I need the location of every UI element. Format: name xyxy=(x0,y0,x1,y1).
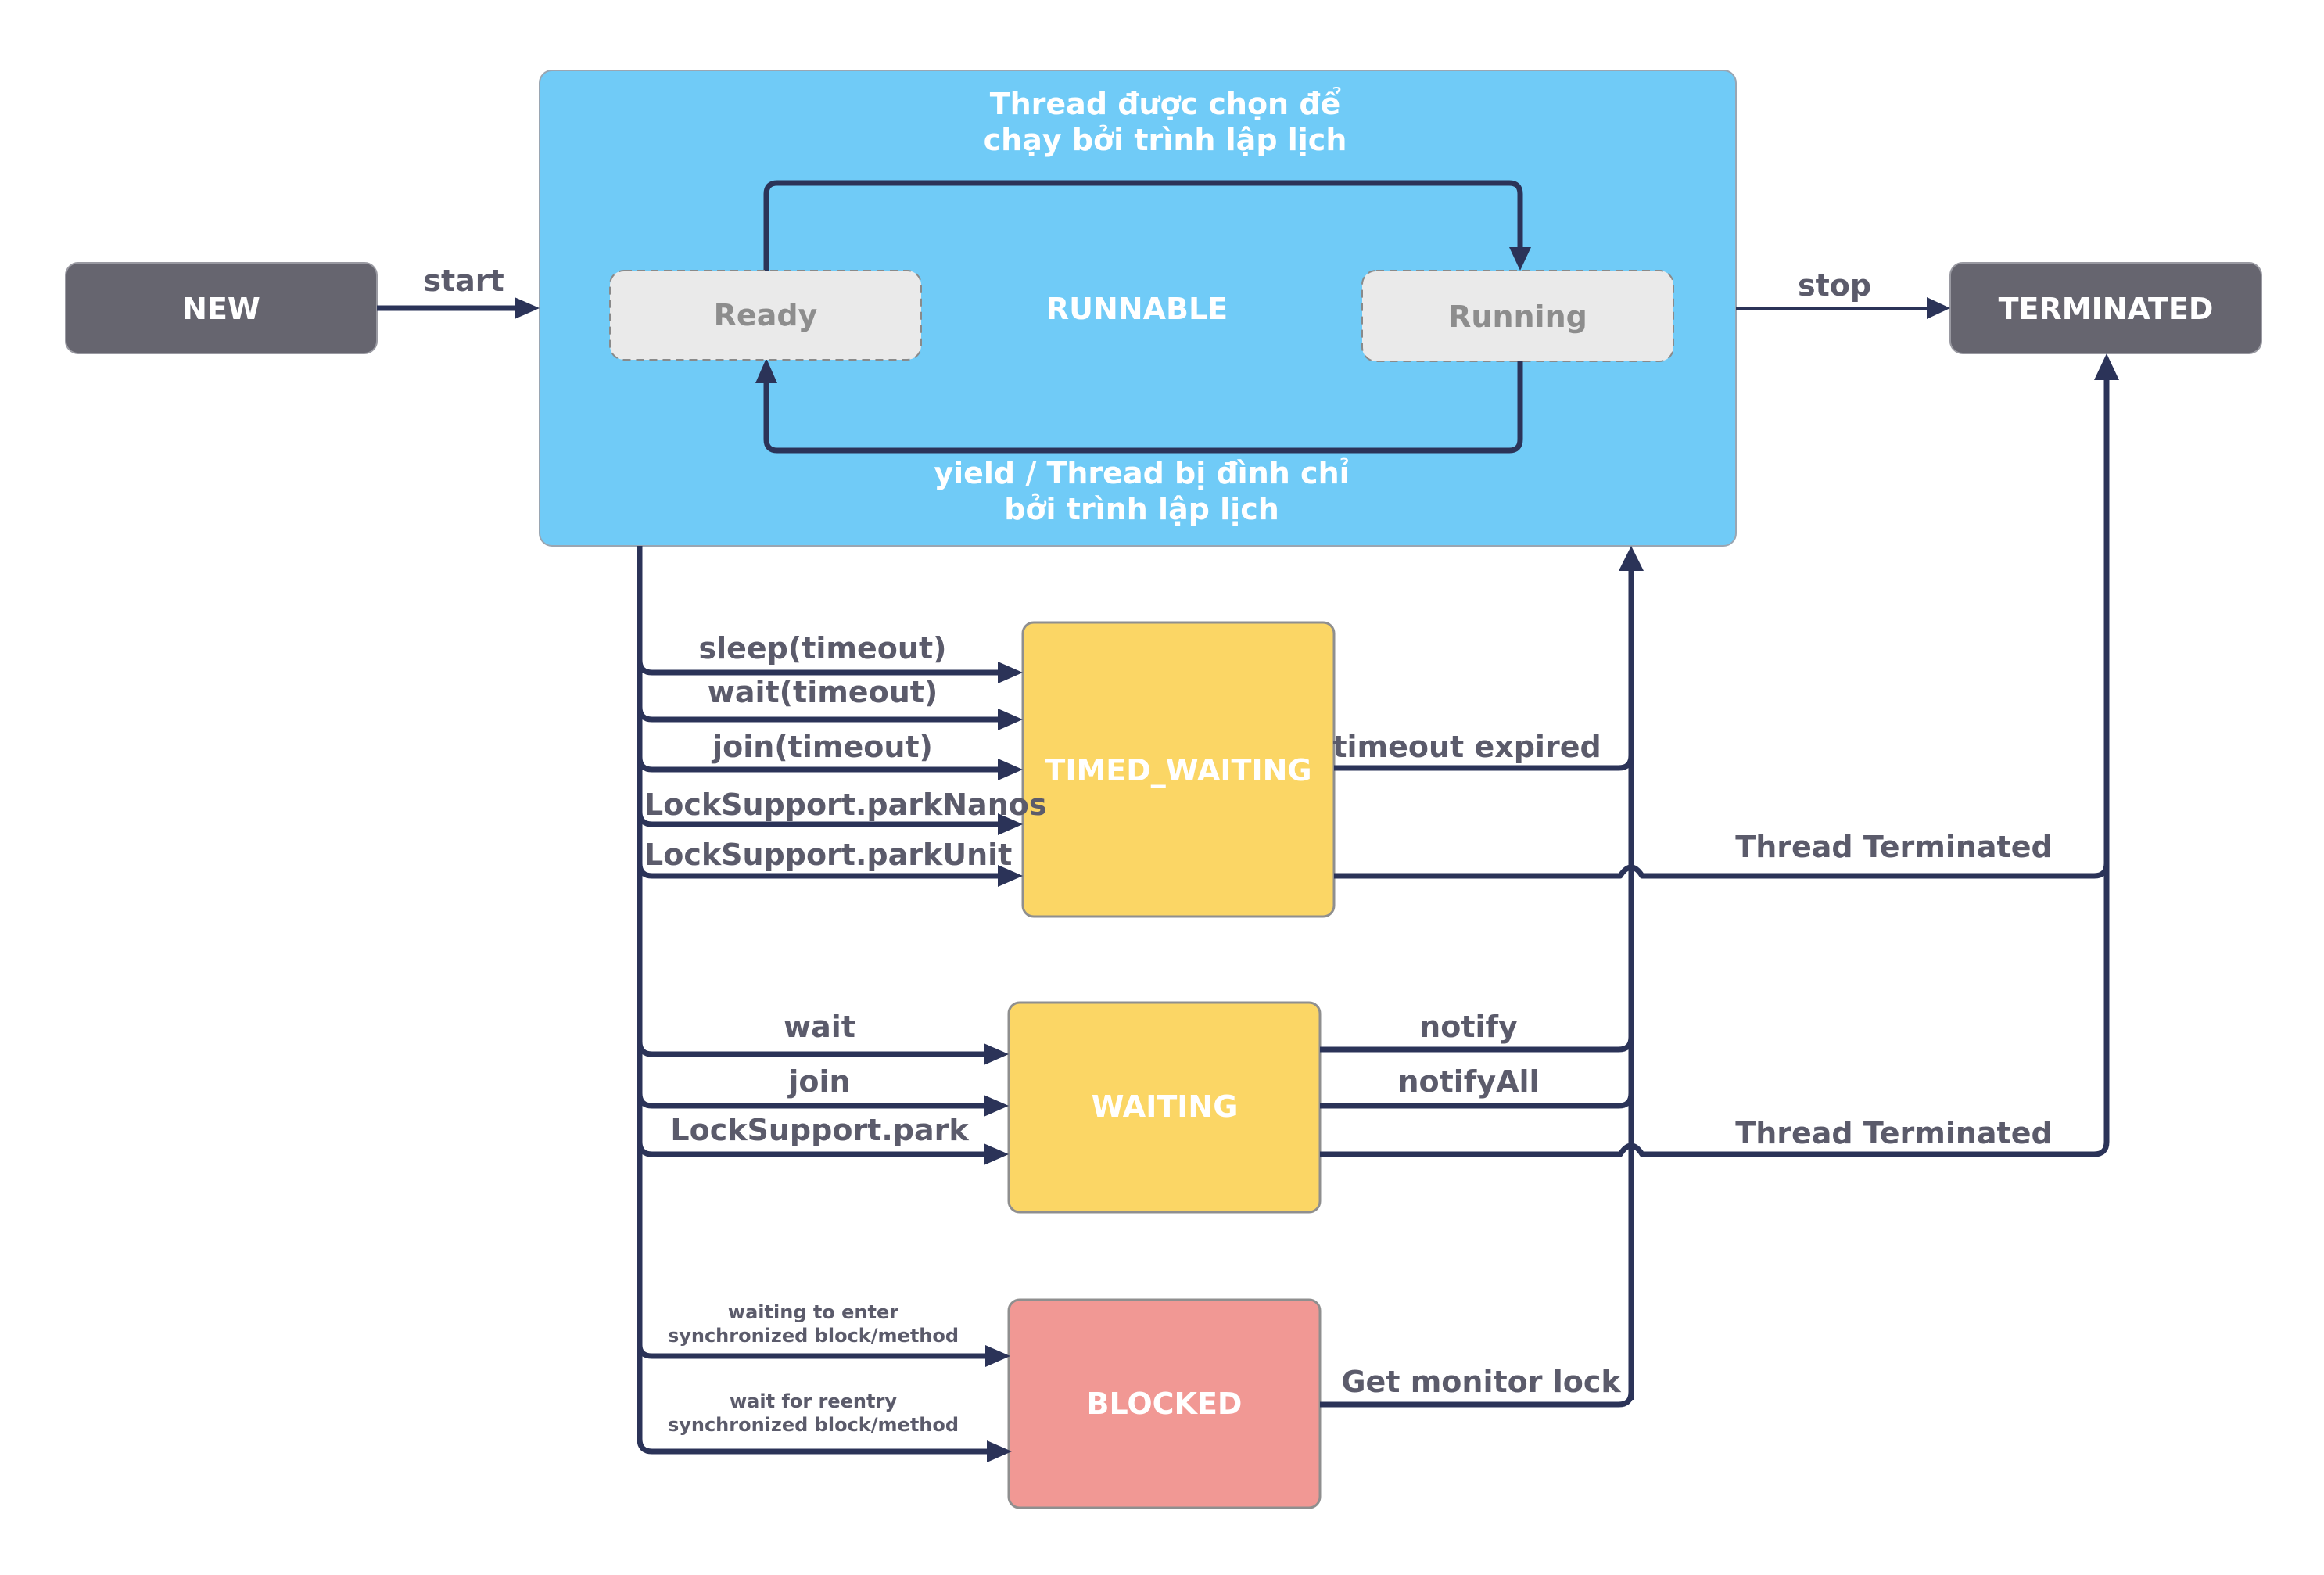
yield-note-line1: yield / Thread bị đình chỉ xyxy=(934,456,1349,490)
sleep-timeout-connector xyxy=(637,659,999,676)
enter-sync-label-line1: waiting to enter xyxy=(728,1301,898,1323)
ready-to-running-connector xyxy=(763,180,1523,271)
timed-thread-terminated-label: Thread Terminated xyxy=(1735,830,2052,864)
waiting-label: WAITING xyxy=(1092,1089,1238,1124)
get-monitor-lock-label: Get monitor lock xyxy=(1341,1365,1621,1399)
wait-label: wait xyxy=(784,1010,855,1044)
terminated-label: TERMINATED xyxy=(1999,292,2214,326)
yield-note-line2: bởi trình lập lịch xyxy=(1004,492,1279,526)
reentry-sync-label-line1: wait for reentry xyxy=(730,1390,897,1412)
sleep-timeout-arrowhead xyxy=(998,662,1023,683)
wait-timeout-arrowhead xyxy=(998,709,1023,730)
notify-all-label: notifyAll xyxy=(1397,1064,1539,1099)
wait-connector xyxy=(637,1041,985,1057)
park-unit-label: LockSupport.parkUnit xyxy=(644,838,1012,872)
timed-thread-terminated-connector xyxy=(1334,863,2110,879)
timeout-expired-connector xyxy=(1334,755,1634,771)
park-nanos-connector xyxy=(637,811,999,827)
ready-label: Ready xyxy=(714,298,818,332)
enter-sync-label-line2: synchronized block/method xyxy=(668,1325,959,1347)
running-to-ready-connector xyxy=(763,361,1523,454)
ready-to-running-arrowhead xyxy=(1509,247,1531,271)
park-nanos-label: LockSupport.parkNanos xyxy=(644,788,1046,822)
join-timeout-connector xyxy=(637,756,999,773)
timeout-expired-label: timeout expired xyxy=(1332,730,1601,764)
scheduled-note-line2: chạy bởi trình lập lịch xyxy=(984,123,1347,157)
sleep-timeout-label: sleep(timeout) xyxy=(698,631,946,666)
left-trunk xyxy=(637,546,993,1455)
new-label: NEW xyxy=(182,292,260,326)
runnable-label: RUNNABLE xyxy=(1046,292,1228,326)
running-state xyxy=(1361,270,1674,362)
park-label: LockSupport.park xyxy=(670,1113,969,1147)
park-nanos-arrowhead xyxy=(998,813,1023,835)
waiting-thread-terminated-label: Thread Terminated xyxy=(1735,1116,2052,1150)
stop-arrowhead xyxy=(1927,297,1950,319)
running-to-ready-arrowhead xyxy=(755,358,777,383)
enter-sync-connector xyxy=(637,1344,987,1359)
wait-arrowhead xyxy=(984,1043,1009,1065)
park-connector xyxy=(637,1141,985,1157)
notify-all-connector xyxy=(1320,1092,1634,1109)
stop-label: stop xyxy=(1798,268,1871,303)
notify-connector xyxy=(1320,1036,1634,1053)
scheduled-note-line1: Thread được chọn để xyxy=(990,87,1341,121)
park-arrowhead xyxy=(984,1143,1009,1165)
wait-timeout-label: wait(timeout) xyxy=(708,675,938,709)
running-label: Running xyxy=(1448,300,1587,334)
park-unit-connector xyxy=(637,863,999,879)
join-connector xyxy=(637,1092,985,1109)
start-label: start xyxy=(423,264,504,298)
get-monitor-lock-connector xyxy=(1320,1391,1634,1408)
timed-waiting-label: TIMED_WAITING xyxy=(1045,753,1311,788)
reentry-sync-label-line2: synchronized block/method xyxy=(668,1414,959,1436)
join-arrowhead xyxy=(984,1095,1009,1117)
join-timeout-arrowhead xyxy=(998,759,1023,780)
reentry-sync-arrowhead xyxy=(987,1440,1012,1462)
ready-state xyxy=(609,270,922,361)
park-unit-arrowhead xyxy=(998,865,1023,887)
terminated-trunk xyxy=(2093,1141,2110,1157)
notify-label: notify xyxy=(1419,1010,1518,1044)
join-label: join xyxy=(787,1064,850,1099)
blocked-label: BLOCKED xyxy=(1087,1387,1243,1421)
enter-sync-arrowhead xyxy=(985,1345,1010,1367)
terminated-arrowhead xyxy=(2094,353,2119,380)
waiting-thread-terminated-connector xyxy=(1320,1143,2094,1157)
wait-timeout-connector xyxy=(637,706,999,723)
join-timeout-label: join(timeout) xyxy=(711,730,933,764)
start-arrowhead xyxy=(515,297,540,319)
return-to-runnable-arrowhead xyxy=(1619,546,1644,571)
